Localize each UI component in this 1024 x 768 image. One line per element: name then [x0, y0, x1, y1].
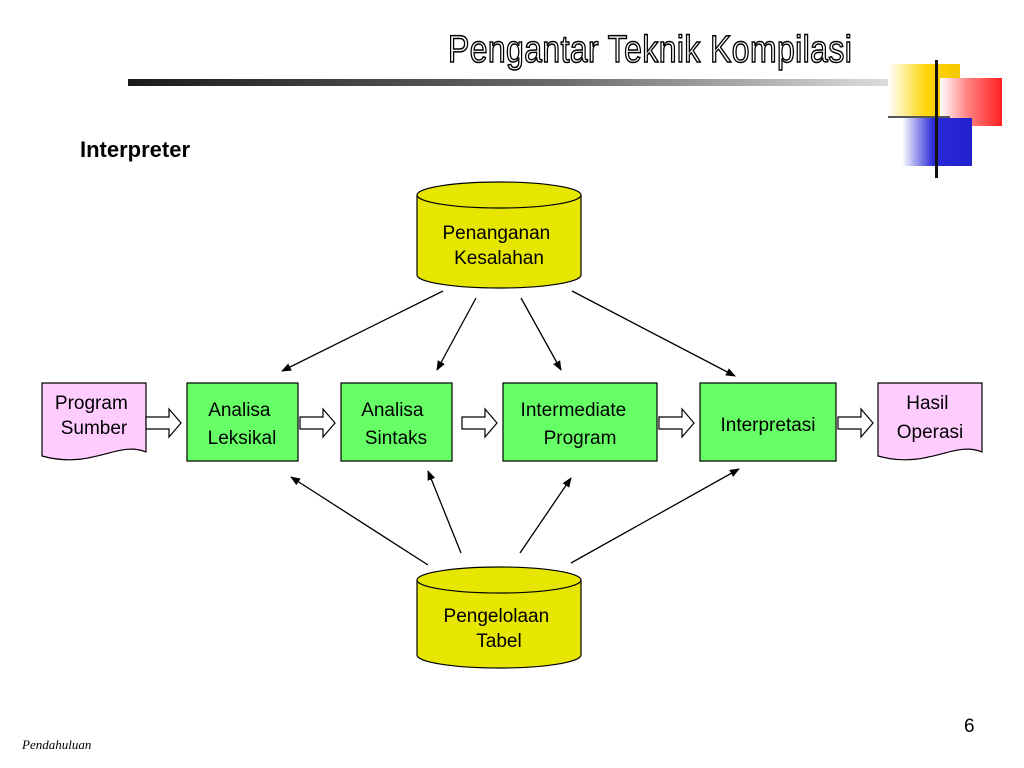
source-program-label-line2: Sumber — [61, 418, 128, 439]
decoration-horizontal-line — [888, 116, 950, 118]
stage-lexical-label-line1: Analisa — [208, 400, 271, 421]
stage-intermediate-program: Intermediate Program — [502, 382, 658, 462]
arrow-error-to-interpretation — [571, 290, 736, 377]
stage-lexical-label-line2: Leksikal — [208, 428, 277, 449]
table-manager-label-line1: Pengelolaan — [444, 606, 550, 627]
block-arrow-syntax-to-intermediate — [461, 407, 498, 439]
block-arrow-interpretation-to-result — [837, 407, 874, 439]
table-manager-label-line2: Tabel — [476, 631, 521, 652]
source-program-label-line1: Program — [55, 393, 128, 414]
stage-intermediate-label-line1: Intermediate — [521, 400, 627, 421]
title-underline — [128, 79, 988, 86]
arrow-error-to-lexical — [281, 290, 444, 372]
block-arrow-intermediate-to-interpretation — [658, 407, 695, 439]
arrow-table-to-lexical — [290, 476, 429, 566]
svg-text:Intermediate Program: Intermediate Program — [521, 400, 632, 449]
error-handler-cylinder: Penanganan Kesalahan — [416, 181, 582, 289]
operation-result-label-line2: Operasi — [897, 422, 964, 443]
operation-result-document: Hasil Operasi — [877, 382, 983, 461]
arrow-table-to-intermediate — [519, 477, 572, 554]
block-arrow-lexical-to-syntax — [299, 407, 336, 439]
source-program-document: Program Sumber — [41, 382, 147, 461]
slide-subtitle: Interpreter — [80, 137, 191, 162]
svg-text:Penanganan Kesalahan: Penanganan Kesalahan — [442, 223, 555, 269]
svg-text:Program Sumber: Program Sumber — [55, 393, 133, 439]
stage-lexical-analysis: Analisa Leksikal — [186, 382, 299, 462]
svg-text:Interpretasi: Interpretasi — [720, 415, 815, 436]
stage-syntax-label-line2: Sintaks — [365, 428, 427, 449]
arrow-table-to-interpretation — [570, 468, 740, 564]
svg-text:Analisa Sintaks: Analisa Sintaks — [361, 400, 429, 449]
svg-text:Pengelolaan Tabel: Pengelolaan Tabel — [444, 606, 555, 652]
operation-result-label-line1: Hasil — [906, 393, 948, 414]
decoration-vertical-line — [935, 60, 938, 178]
error-handler-label-line2: Kesalahan — [454, 248, 544, 269]
block-arrow-source-to-lexical — [145, 407, 182, 439]
arrow-error-to-intermediate — [520, 297, 562, 371]
stage-syntax-analysis: Analisa Sintaks — [340, 382, 453, 462]
error-handler-label-line1: Penanganan — [442, 223, 550, 244]
arrow-error-to-syntax — [436, 297, 477, 371]
slide-title: Pengantar Teknik Kompilasi — [447, 28, 853, 72]
svg-text:Analisa Leksikal: Analisa Leksikal — [208, 400, 277, 449]
stage-interpretation: Interpretasi — [699, 382, 837, 462]
page-number: 6 — [964, 716, 975, 737]
stage-interpretation-label: Interpretasi — [720, 415, 815, 436]
stage-intermediate-label-line2: Program — [544, 428, 617, 449]
stage-syntax-label-line1: Analisa — [361, 400, 424, 421]
footer-section-name: Pendahuluan — [22, 737, 92, 752]
svg-text:Hasil Operasi: Hasil Operasi — [897, 393, 964, 443]
arrow-table-to-syntax — [427, 470, 462, 554]
table-manager-cylinder: Pengelolaan Tabel — [416, 566, 582, 669]
